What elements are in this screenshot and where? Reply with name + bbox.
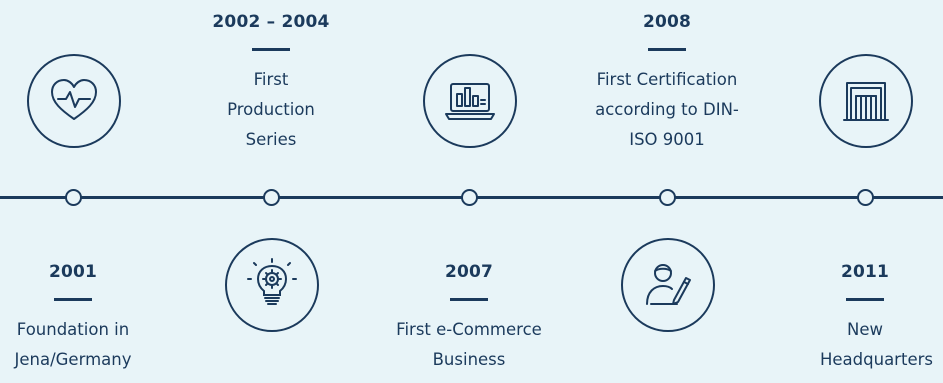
- person-signing-icon: [621, 238, 715, 332]
- milestone-2001: 2001 Foundation in Jena/Germany: [0, 261, 168, 375]
- year-divider: [648, 48, 686, 51]
- heart-pulse-icon: [27, 54, 121, 148]
- timeline-node-2001: [65, 189, 82, 206]
- milestone-year: 2008: [642, 12, 692, 32]
- milestone-year: 2007: [444, 262, 494, 282]
- year-divider: [846, 298, 884, 301]
- milestone-2011: 2011 New Headquarters: [770, 261, 943, 375]
- milestone-year: 2011: [840, 262, 890, 282]
- milestone-2008: 2008 First Certification according to DI…: [572, 11, 762, 155]
- lightbulb-gear-icon: [225, 238, 319, 332]
- year-divider: [450, 298, 488, 301]
- year-divider: [54, 298, 92, 301]
- laptop-chart-icon: [423, 54, 517, 148]
- milestone-2007: 2007 First e-Commerce Business: [374, 261, 564, 375]
- milestone-year: 2002 – 2004: [212, 12, 330, 32]
- milestone-description: New Headquarters: [820, 320, 933, 369]
- milestone-description: First Production Series: [227, 70, 315, 149]
- year-divider: [252, 48, 290, 51]
- timeline-node-2008: [659, 189, 676, 206]
- milestone-2002-2004: 2002 – 2004 First Production Series: [176, 11, 366, 155]
- milestone-description: First e-Commerce Business: [396, 320, 542, 369]
- milestone-description: First Certification according to DIN-ISO…: [595, 70, 739, 149]
- timeline-node-2002-2004: [263, 189, 280, 206]
- timeline-node-2011: [857, 189, 874, 206]
- building-icon: [819, 54, 913, 148]
- milestone-year: 2001: [48, 262, 98, 282]
- milestone-description: Foundation in Jena/Germany: [14, 320, 132, 369]
- timeline-node-2007: [461, 189, 478, 206]
